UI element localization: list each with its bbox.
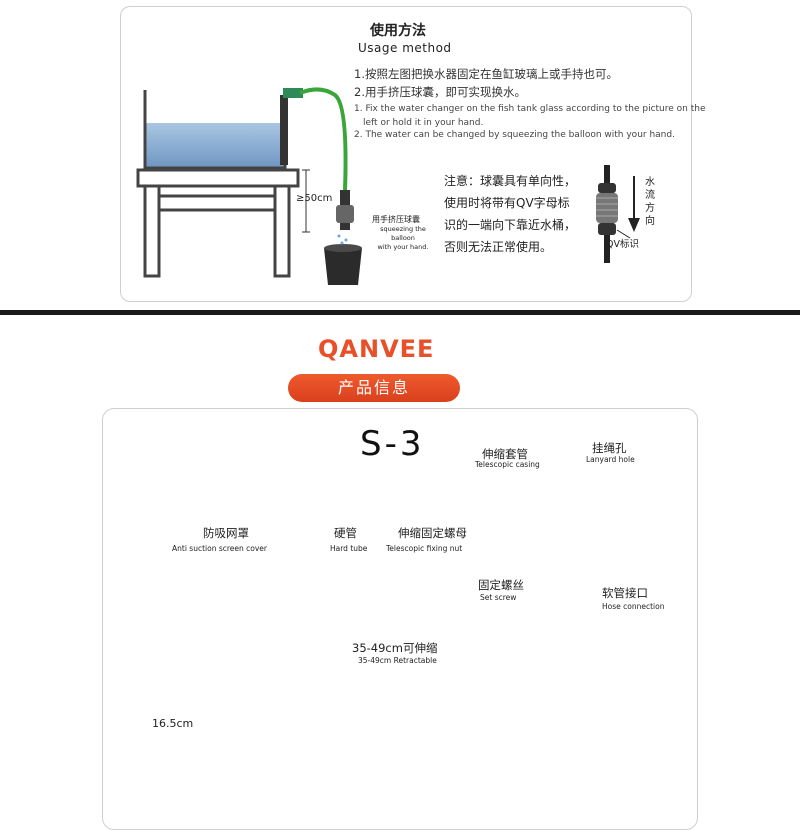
usage-step-1-zh: 1.按照左图把换水器固定在鱼缸玻璃上或手持也可。 <box>354 67 618 81</box>
height-note: ≥50cm <box>296 193 333 204</box>
label-anti-suction-en: Anti suction screen cover <box>172 544 267 553</box>
note-line-4: 否则无法正常使用。 <box>444 240 553 254</box>
length-label-en: 35-49cm Retractable <box>358 656 437 665</box>
flow-direction-label: 水 流 方 向 <box>644 176 656 228</box>
label-fixing-nut-en: Telescopic fixing nut <box>386 544 463 553</box>
usage-title: 使用方法 <box>370 23 426 39</box>
bucket-illustration <box>324 234 362 285</box>
product-card <box>102 408 698 830</box>
qv-mark-label: QV标识 <box>606 239 639 250</box>
label-hose-connection-en: Hose connection <box>602 602 665 611</box>
usage-subtitle: Usage method <box>358 41 452 55</box>
squeeze-line-2: with your hand. <box>377 243 429 251</box>
usage-step-1-en: 1. Fix the water changer on the fish tan… <box>354 104 706 114</box>
section-title-pill: 产品信息 <box>288 374 460 402</box>
label-anti-suction-zh: 防吸网罩 <box>203 526 249 540</box>
label-hard-tube-en: Hard tube <box>330 544 368 553</box>
usage-step-2-en: 2. The water can be changed by squeezing… <box>354 130 675 140</box>
flow-char-1: 水 <box>645 177 655 188</box>
water-changer-illustration <box>280 87 354 230</box>
length-label-zh: 35-49cm可伸缩 <box>352 641 438 655</box>
label-lanyard-hole-zh: 挂绳孔 <box>592 441 627 455</box>
model-name: S-3 <box>360 424 425 464</box>
label-set-screw-en: Set screw <box>480 593 517 602</box>
label-hose-connection-zh: 软管接口 <box>602 586 648 600</box>
label-telescopic-casing-zh: 伸缩套管 <box>482 447 528 461</box>
height-arrow <box>302 169 310 233</box>
section-divider <box>0 310 800 315</box>
squeeze-label-en: squeezing the balloon with your hand. <box>368 225 438 252</box>
note-line-1: 注意：球囊具有单向性， <box>444 174 577 188</box>
brand-logo: QANVEE <box>318 335 435 363</box>
usage-step-1-en-cont: left or hold it in your hand. <box>363 118 484 128</box>
label-fixing-nut-zh: 伸缩固定螺母 <box>398 526 467 540</box>
flow-char-2: 流 <box>645 190 655 201</box>
flow-char-4: 向 <box>645 216 655 227</box>
note-line-2: 使用时将带有QV字母标 <box>444 196 570 210</box>
label-telescopic-casing-en: Telescopic casing <box>475 460 540 469</box>
label-set-screw-zh: 固定螺丝 <box>478 578 524 592</box>
note-line-3: 识的一端向下靠近水桶， <box>444 218 577 232</box>
valve-note: 注意：球囊具有单向性， 使用时将带有QV字母标 识的一端向下靠近水桶， 否则无法… <box>444 170 604 258</box>
one-way-valve-illustration <box>596 165 640 263</box>
label-hard-tube-zh: 硬管 <box>334 526 357 540</box>
fish-tank-illustration <box>136 90 300 278</box>
squeeze-label-zh: 用手挤压球囊 <box>372 215 420 224</box>
usage-step-2-zh: 2.用手挤压球囊，即可实现换水。 <box>354 85 526 99</box>
height-dimension-label: 16.5cm <box>152 717 194 730</box>
label-lanyard-hole-en: Lanyard hole <box>586 455 635 464</box>
squeeze-line-1: squeezing the balloon <box>380 225 426 242</box>
flow-char-3: 方 <box>645 203 655 214</box>
